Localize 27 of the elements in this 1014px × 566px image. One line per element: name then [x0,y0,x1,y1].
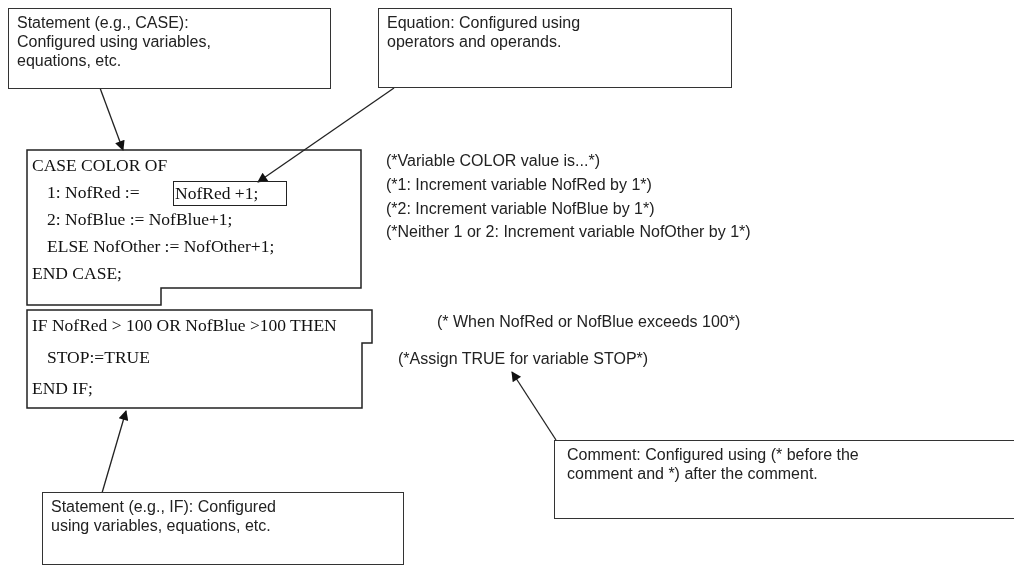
callout-box [378,8,732,88]
code-line: END CASE; [32,263,122,284]
highlighted-expression: NofRed +1; [173,181,287,206]
comment-text: (*Assign TRUE for variable STOP*) [398,350,649,368]
callout-box [42,492,404,565]
code-line: CASE COLOR OF [32,155,168,176]
callout-text: Statement (e.g., IF): Configured using variables, equations, etc. [51,497,277,535]
callout-text: Equation: Configured using operators and operands. [387,13,582,51]
code-line: 1: NofRed := [47,182,140,203]
comment-text: (* When NofRed or NofBlue exceeds 100*) [437,313,741,331]
code-line: 2: NofBlue := NofBlue+1; [47,209,233,230]
code-line: IF NofRed > 100 OR NofBlue >100 THEN [32,315,337,336]
comment-text: (*Variable COLOR value is...*) [386,152,600,170]
arrow [511,371,557,441]
code-line: ELSE NofOther := NofOther+1; [47,236,275,257]
callout-box [8,8,331,89]
arrow [257,87,395,183]
comment-text: (*Neither 1 or 2: Increment variable NofOther by 1*) [386,223,751,241]
callout-text: Statement (e.g., CASE): Configured using variables, equations, etc. [17,13,212,70]
callout-text: Comment: Configured using (* before the comment and *) after the comment. [567,445,860,483]
code-line: STOP:=TRUE [47,347,150,368]
callout-box [554,440,1014,519]
comment-text: (*1: Increment variable NofRed by 1*) [386,176,652,194]
code-line: END IF; [32,378,93,399]
arrow [101,410,129,494]
arrow [99,87,125,151]
comment-text: (*2: Increment variable NofBlue by 1*) [386,200,655,218]
